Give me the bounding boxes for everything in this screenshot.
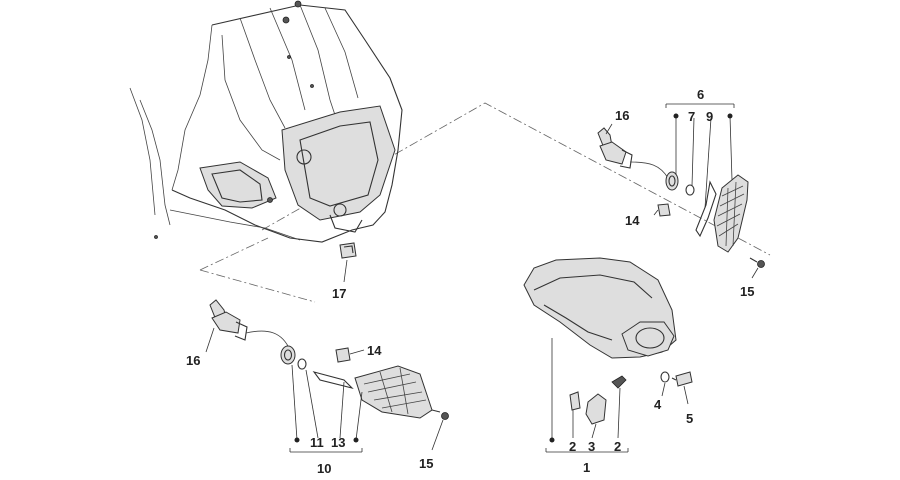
right-indicator-assembly — [597, 127, 765, 268]
callout-2-right: 2 — [614, 439, 621, 454]
callout-5: 5 — [686, 411, 693, 426]
callout-6: 6 — [697, 87, 704, 102]
callout-2-left: 2 — [569, 439, 576, 454]
leader-lines — [205, 103, 759, 453]
callout-10: 10 — [317, 461, 331, 476]
headlight-assembly — [523, 257, 693, 425]
callout-1: 1 — [583, 460, 590, 475]
leader-dots — [294, 113, 733, 443]
left-indicator-assembly — [209, 299, 449, 420]
callout-15-left: 15 — [419, 456, 433, 471]
callout-9: 9 — [706, 109, 713, 124]
callout-16-left: 16 — [186, 353, 200, 368]
callout-labels: 6 16 7 9 14 15 17 16 14 11 13 10 15 2 3 … — [186, 87, 754, 476]
callout-13: 13 — [331, 435, 345, 450]
callout-17: 17 — [332, 286, 346, 301]
callout-3: 3 — [588, 439, 595, 454]
callout-14-left: 14 — [367, 343, 382, 358]
front-shield-body — [129, 0, 403, 243]
callout-16-right: 16 — [615, 108, 629, 123]
callout-4: 4 — [654, 397, 662, 412]
callout-15-right: 15 — [740, 284, 754, 299]
part-17-clip — [339, 242, 357, 259]
callout-7: 7 — [688, 109, 695, 124]
callout-11: 11 — [310, 435, 324, 450]
callout-14-right: 14 — [625, 213, 640, 228]
